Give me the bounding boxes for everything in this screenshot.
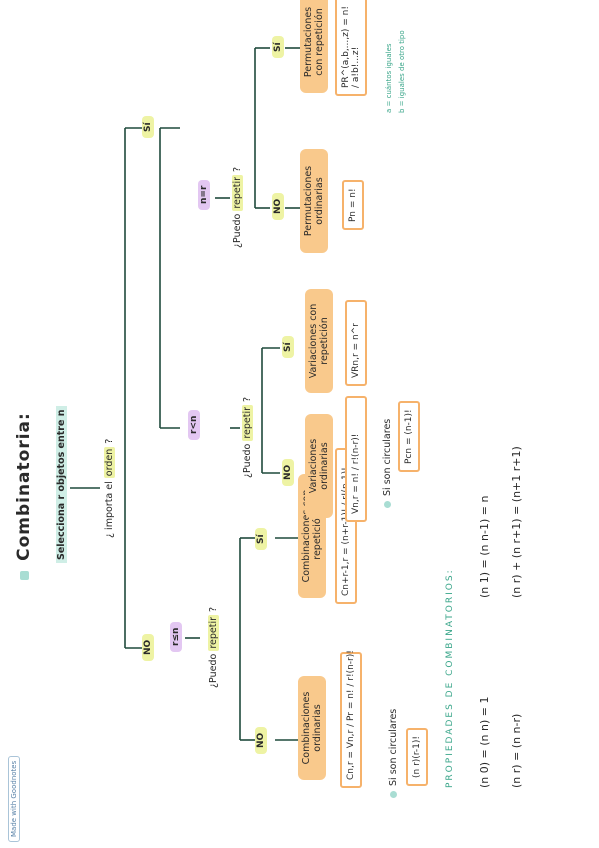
goodnotes-badge: Made with Goodnotes bbox=[8, 755, 20, 842]
comb-ord-node: Combinaciones ordinarias bbox=[298, 676, 326, 780]
repeat-q-post-mid: ? bbox=[242, 396, 253, 405]
page-title: Combinatoria: bbox=[14, 412, 34, 561]
no-repeat-pill-right: NO bbox=[272, 192, 284, 220]
perm-circular-formula: Pcn = (n-1)! bbox=[398, 401, 420, 472]
comb-ord-formula: Cn,r = Vn,r / Pr = n! / r!(n-r)! bbox=[340, 650, 362, 788]
perm-rep-node: Permutaciones con repetición bbox=[300, 0, 328, 93]
r-lt-n-pill: r<n bbox=[188, 409, 200, 440]
yes-repeat-pill-mid: Sí bbox=[282, 336, 294, 358]
perm-rep-formula: PR^(a,b,...,z) = n! / a!b!...z! bbox=[335, 0, 367, 96]
order-q-word: orden bbox=[104, 446, 115, 479]
repeat-q-pre: ¿Puedo bbox=[208, 650, 219, 688]
var-circular-text: Si son circulares bbox=[382, 418, 393, 496]
repeat-q-post-right: ? bbox=[232, 166, 243, 175]
comb-circular-text: Si son circulares bbox=[388, 708, 399, 786]
prop-2: (n 1) = (n n-1) = n bbox=[478, 495, 491, 598]
var-rep-node: Variaciones con repetición bbox=[305, 289, 333, 393]
step1-text: Selecciona r objetos entre n bbox=[56, 406, 67, 563]
order-question: ¿ importa el orden ? bbox=[104, 439, 115, 538]
step1-label: Selecciona r objetos entre n bbox=[56, 406, 67, 563]
title-block: Combinatoria: bbox=[14, 412, 34, 580]
prop-4: (n r) + (n r+1) = (n+1 r+1) bbox=[510, 446, 523, 598]
comb-circular-bullet bbox=[390, 791, 397, 798]
var-circular-bullet bbox=[384, 501, 391, 508]
repeat-q-post: ? bbox=[208, 606, 219, 615]
perm-ord-formula: Pn = n! bbox=[342, 180, 364, 230]
repeat-question-right: ¿Puedo repetir ? bbox=[232, 167, 243, 248]
yes-order-pill: Sí bbox=[142, 116, 154, 138]
var-rep-formula: VRn,r = n^r bbox=[345, 300, 367, 386]
order-q-post: ? bbox=[104, 438, 115, 447]
props-title: PROPIEDADES DE COMBINATORIOS: bbox=[445, 568, 455, 788]
repeat-q-pre-mid: ¿Puedo bbox=[242, 440, 253, 478]
no-order-pill: NO bbox=[142, 633, 154, 661]
var-ord-node: Variaciones ordinarias bbox=[305, 414, 333, 518]
prop-1: (n 0) = (n n) = 1 bbox=[478, 696, 491, 789]
var-circular-label: Si son circulares bbox=[382, 419, 393, 508]
r-le-n-pill: r≤n bbox=[170, 621, 182, 652]
note-b: b = iguales de otro tipo bbox=[398, 30, 406, 113]
n-eq-r-pill: n=r bbox=[198, 179, 210, 210]
repeat-q-word-right: repetir bbox=[232, 174, 243, 211]
no-repeat-pill-mid: NO bbox=[282, 458, 294, 486]
order-q-pre: ¿ importa el bbox=[104, 478, 115, 538]
title-marker bbox=[20, 571, 29, 580]
yes-repeat-pill-right: Sí bbox=[272, 36, 284, 58]
repeat-question-mid: ¿Puedo repetir ? bbox=[242, 397, 253, 478]
yes-repeat-pill-left: Sí bbox=[255, 528, 267, 550]
perm-ord-node: Permutaciones ordinarias bbox=[300, 149, 328, 253]
prop-3: (n r) = (n n-r) bbox=[510, 713, 523, 788]
var-ord-formula: Vn,r = n! / r!(n-r)! bbox=[345, 396, 367, 522]
repeat-q-word: repetir bbox=[208, 614, 219, 651]
repeat-question-left: ¿Puedo repetir ? bbox=[208, 607, 219, 688]
no-repeat-pill-left: NO bbox=[255, 726, 267, 754]
repeat-q-word-mid: repetir bbox=[242, 404, 253, 441]
repeat-q-pre-right: ¿Puedo bbox=[232, 210, 243, 248]
comb-circular-formula: (n r)(r-1)! bbox=[406, 727, 428, 786]
note-a: a = cuántos iguales bbox=[385, 43, 393, 113]
comb-circular-label: Si son circulares bbox=[388, 709, 399, 798]
